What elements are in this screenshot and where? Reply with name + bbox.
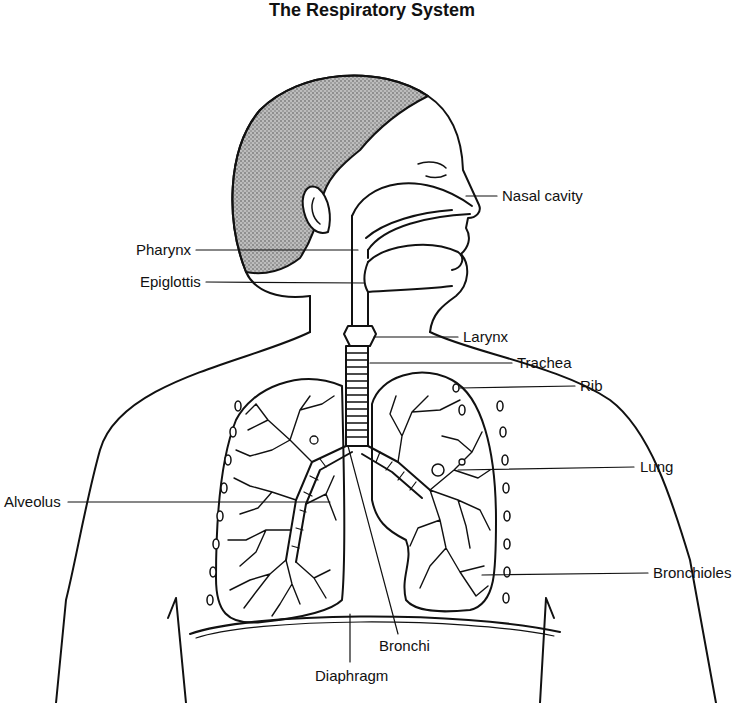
nasal-cavity [352, 183, 472, 216]
part-label: Bronchi [379, 637, 430, 655]
eye [418, 162, 446, 177]
hair [232, 75, 428, 273]
larynx [344, 326, 376, 346]
arm-line [168, 598, 186, 703]
part-label: Larynx [463, 328, 508, 346]
part-label: Alveolus [4, 493, 61, 511]
leader-lines [68, 196, 648, 662]
left-lung [216, 379, 344, 622]
diaphragm [196, 622, 554, 638]
alveolus-cluster [432, 464, 444, 476]
trachea [346, 346, 368, 446]
bronchus [286, 446, 352, 562]
palate [366, 210, 452, 238]
part-label: Diaphragm [315, 667, 388, 685]
part-label: Bronchioles [653, 564, 731, 582]
ribs [207, 384, 510, 605]
epiglottis [364, 262, 368, 292]
tongue [368, 245, 462, 270]
ear [303, 187, 330, 233]
bronchioles [390, 396, 490, 596]
jaw [368, 286, 452, 292]
bronchioles [228, 396, 336, 616]
diagram-title: The Respiratory System [269, 0, 475, 21]
part-label: Rib [580, 377, 603, 395]
neck [309, 296, 311, 332]
part-label: Epiglottis [140, 273, 201, 291]
part-label: Nasal cavity [502, 187, 583, 205]
part-label: Lung [640, 458, 673, 476]
pharynx [351, 216, 353, 326]
ear-inner [312, 198, 320, 224]
diaphragm [190, 616, 560, 634]
arm-line [540, 598, 554, 703]
part-label: Trachea [517, 354, 571, 372]
alveolus-cluster [459, 459, 465, 465]
body-outline [430, 332, 716, 703]
right-lung [372, 373, 496, 612]
alveolus-cluster [310, 436, 318, 444]
bronchus [362, 446, 430, 498]
head-outline [232, 75, 479, 332]
part-label: Pharynx [136, 241, 191, 259]
trachea-rings [346, 353, 368, 437]
